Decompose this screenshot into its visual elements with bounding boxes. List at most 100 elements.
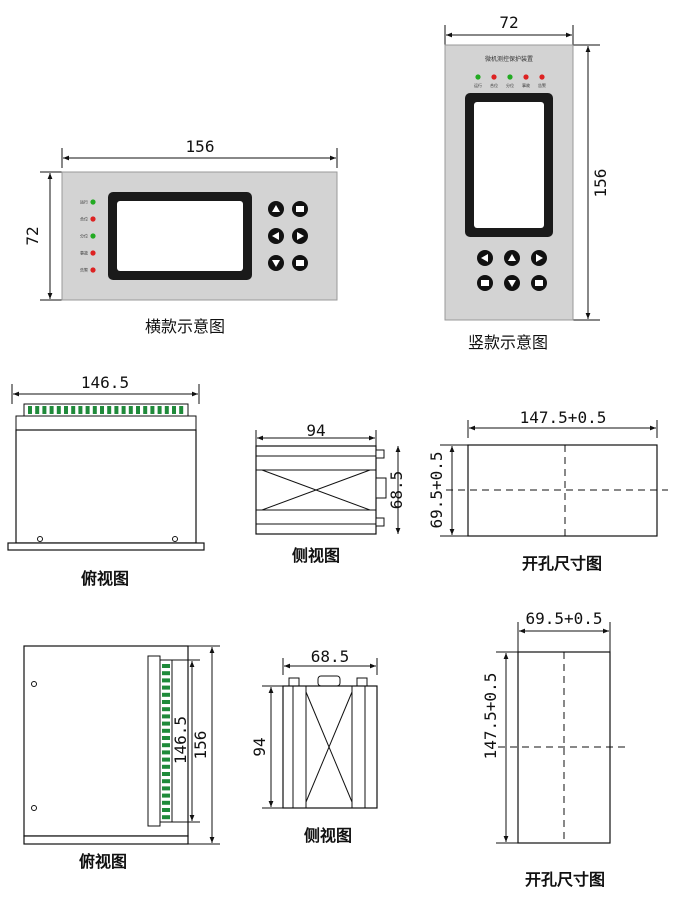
terminal-pin (143, 406, 148, 414)
screw-icon (172, 536, 178, 542)
r1-cutout-height-label: 69.5+0.5 (427, 451, 446, 528)
enclosure-body (15, 429, 197, 544)
front-bezel (7, 542, 205, 551)
terminal-screw (356, 677, 368, 687)
h-keypad (268, 201, 308, 271)
terminal-pin (162, 750, 170, 755)
v-keypad (477, 250, 547, 291)
terminal-block-base (15, 415, 197, 431)
terminal-pin (162, 757, 170, 762)
h-led-label: 事故 (80, 250, 88, 256)
row2-cutout: 69.5+0.5 147.5+0.5 开孔尺寸图 (481, 609, 626, 889)
terminal-pin (162, 700, 170, 704)
terminal-pin (162, 743, 170, 748)
row1-side-view: 94 68.5 侧视图 (255, 421, 406, 565)
terminal-pin (56, 406, 61, 414)
h-led-label: 告警 (80, 267, 88, 273)
terminal-block (23, 403, 189, 417)
terminal-pin (162, 815, 170, 820)
terminal-pin (162, 808, 170, 812)
v-caption: 竖款示意图 (468, 333, 548, 352)
terminal-pin (114, 406, 119, 414)
r2-top-inner-label: 146.5 (171, 716, 190, 764)
terminal-pin (162, 800, 170, 805)
terminal-pin (92, 406, 97, 414)
r1-top-caption: 俯视图 (81, 569, 129, 588)
terminal-pin (107, 406, 112, 414)
terminal-pin (162, 786, 170, 791)
connector (317, 675, 341, 687)
h-lcd-screen (117, 201, 243, 271)
terminal-screw (375, 449, 385, 459)
terminal-pins-horizontal (28, 406, 184, 414)
terminal-pin (162, 764, 170, 769)
h-caption: 横款示意图 (145, 317, 225, 336)
terminal-pin (172, 406, 176, 414)
connector (375, 477, 387, 499)
terminal-block-base (147, 655, 161, 827)
terminal-pin (162, 685, 170, 690)
row1-cutout: 147.5+0.5 69.5+0.5 开孔尺寸图 (427, 408, 668, 573)
h-led-label: 运行 (80, 199, 88, 205)
row2-side-view: 68.5 94 侧视图 (250, 647, 378, 845)
r1-side-width-label: 94 (306, 421, 325, 440)
v-height-label: 156 (591, 169, 610, 198)
row1-top-view: 146.5 俯视图 (7, 373, 205, 588)
v-led-open (507, 74, 513, 80)
terminal-pin (162, 664, 170, 668)
side-enclosure (282, 685, 378, 809)
terminal-screw (288, 677, 300, 687)
vertical-model: 72 156 微机测控保护装置 运行 合位 分位 事故 告警 (444, 13, 610, 352)
terminal-pin (64, 406, 68, 414)
terminal-pin (162, 721, 170, 726)
screw-icon (37, 536, 43, 542)
h-led-alarm (90, 267, 96, 273)
cross-brace (261, 469, 371, 511)
v-lcd-screen (474, 102, 544, 228)
terminal-pin (100, 406, 104, 414)
screw-icon (31, 681, 37, 687)
terminal-pin (121, 406, 126, 414)
front-bezel (23, 835, 189, 845)
terminal-pin (162, 793, 170, 798)
v-led-label: 分位 (506, 82, 514, 88)
row2-top-view: 146.5 156 俯视图 (23, 645, 220, 871)
v-led-label: 运行 (474, 82, 482, 88)
cross-brace (305, 691, 353, 803)
v-led-fault (523, 74, 529, 80)
r2-top-outer-label: 156 (191, 731, 210, 760)
v-width-label: 72 (499, 13, 518, 32)
terminal-pin (85, 406, 90, 414)
horizontal-model: 156 72 运行 合位 分位 事故 告警 (23, 137, 338, 336)
screw-icon (31, 805, 37, 811)
h-led-label: 合位 (80, 216, 88, 222)
terminal-pin (49, 406, 54, 414)
terminal-pin (128, 406, 133, 414)
terminal-pin (35, 406, 40, 414)
v-led-run (475, 74, 481, 80)
terminal-pin (162, 736, 170, 740)
r1-side-caption: 侧视图 (292, 546, 340, 565)
r2-cutout-caption: 开孔尺寸图 (525, 870, 605, 889)
terminal-screw (375, 517, 385, 527)
h-width-label: 156 (186, 137, 215, 156)
terminal-pin (162, 779, 170, 784)
v-led-label: 告警 (538, 82, 546, 88)
terminal-pin (162, 692, 170, 697)
terminal-pin (162, 728, 170, 733)
r1-cutout-caption: 开孔尺寸图 (522, 554, 602, 573)
r2-cutout-width-label: 69.5+0.5 (525, 609, 602, 628)
h-led-label: 分位 (80, 233, 88, 239)
h-led-closed (90, 216, 96, 222)
terminal-pin (71, 406, 76, 414)
h-led-run (90, 199, 96, 205)
h-led-fault (90, 250, 96, 256)
v-led-alarm (539, 74, 545, 80)
r2-top-caption: 俯视图 (79, 852, 127, 871)
terminal-pin (164, 406, 169, 414)
v-led-label: 合位 (490, 82, 498, 88)
terminal-pin (157, 406, 162, 414)
terminal-pin (162, 772, 170, 776)
